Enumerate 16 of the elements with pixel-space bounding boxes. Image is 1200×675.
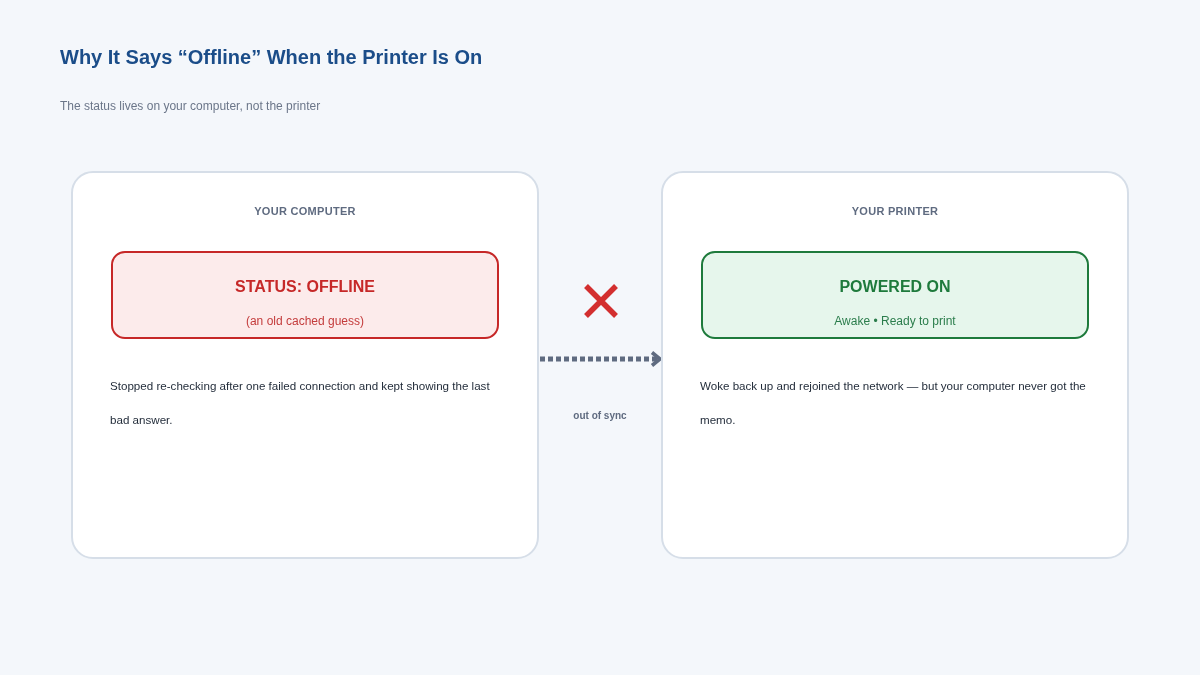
panel-card <box>661 171 1129 559</box>
panel-heading: YOUR PRINTER <box>851 204 939 218</box>
panel-description: Stopped re-checking after one failed connection and kept showing the last bad answer. <box>110 378 491 428</box>
panel-description: Woke back up and rejoined the network — but your computer never got the memo. <box>700 378 1087 428</box>
subtitle: The status lives on your computer, not the printer <box>60 98 321 114</box>
panel-heading: YOUR COMPUTER <box>254 204 356 218</box>
dashed-arrow <box>540 350 662 368</box>
status-detail: (an old cached guess) <box>245 314 365 328</box>
status-title: POWERED ON <box>839 277 951 297</box>
status-detail: Awake • Ready to print <box>834 314 956 328</box>
sync-note: out of sync <box>573 409 627 423</box>
diagram-title: Why It Says “Offline” When the Printer Is On <box>60 45 483 69</box>
status-box <box>701 251 1089 339</box>
status-box <box>111 251 499 339</box>
status-title: STATUS: OFFLINE <box>235 277 375 297</box>
panel-card <box>71 171 539 559</box>
